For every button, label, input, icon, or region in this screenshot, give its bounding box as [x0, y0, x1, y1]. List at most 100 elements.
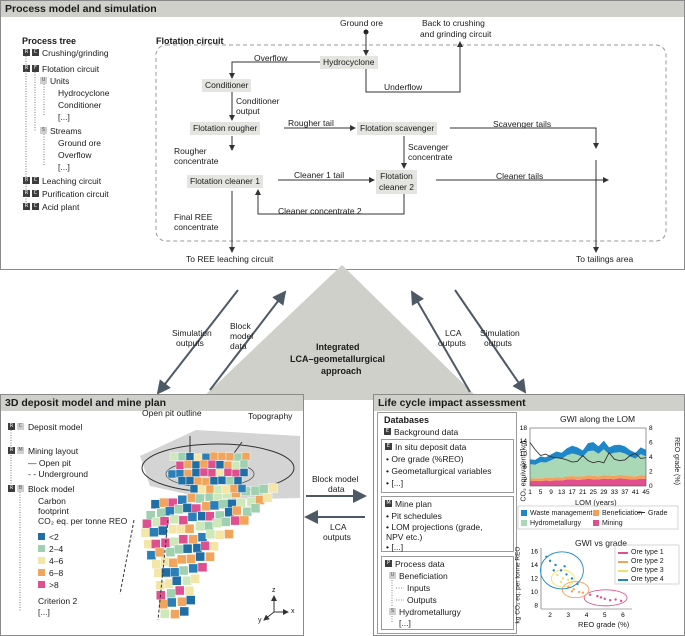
stream-scavenger-tails: Scavenger tails — [493, 119, 552, 129]
y-tick-label: 14 — [520, 438, 528, 445]
chart1-xlabel: LOM (years) — [575, 498, 617, 507]
stream-cleaner-tails: Cleaner tails — [496, 171, 544, 181]
scatter-point — [565, 573, 568, 576]
center-left-block-line1: Block — [230, 321, 251, 331]
y-tick-label: 14 — [531, 562, 539, 569]
legend1-swatch — [593, 520, 599, 526]
scatter-point — [619, 599, 623, 603]
insitu-item-3: • [...] — [386, 478, 404, 488]
cluster-outline — [540, 551, 584, 590]
deposit-tree-item: Deposit model — [28, 422, 83, 432]
unit-flotation-cleaner-1: Flotation cleaner 1 — [187, 175, 263, 188]
block-voxel — [239, 468, 249, 477]
mine-plan-label: Mine plan — [395, 499, 432, 509]
block-voxel — [184, 524, 195, 534]
x-tick-label: 25 — [590, 489, 598, 496]
y2-tick-label: 0 — [649, 483, 653, 490]
insitu-item-2: • Geometallurgical variables — [386, 466, 492, 476]
block-voxel — [188, 563, 198, 574]
block-voxel — [154, 547, 165, 558]
process-tree-item: Units — [50, 76, 70, 86]
tree-node-icon: C — [17, 423, 24, 430]
center-right-sim-line2: outputs — [484, 338, 512, 348]
mid-block-line1: Block model — [312, 474, 359, 484]
scatter-point — [570, 590, 574, 593]
chart1-title: GWI along the LOM — [560, 414, 636, 424]
insitu-box — [381, 439, 514, 493]
scatter-point — [578, 590, 581, 594]
beneficiation-icon: U — [389, 572, 396, 579]
y-tick-label: 18 — [520, 425, 528, 432]
block-voxel — [176, 554, 187, 565]
legend2-line — [618, 552, 628, 554]
process-tree-item: Hydrocyclone — [58, 88, 110, 98]
mine-plan-box — [381, 496, 514, 552]
mine-item-1: • Pit schedules — [386, 511, 442, 521]
center-title-line3: approach — [321, 366, 362, 376]
unit-flotation-cleaner-2: Flotation cleaner 2 — [376, 170, 417, 194]
y-tick-label: 2 — [523, 477, 527, 484]
deposit-panel-header: 3D deposit model and mine plan — [1, 395, 303, 411]
scatter-point — [554, 563, 557, 567]
legend1-label: Grade — [648, 510, 668, 517]
unit-flotation-scavenger: Flotation scavenger — [357, 122, 438, 135]
mine-item-2: • LOM projections (grade, — [386, 522, 483, 532]
legend1-label: Mining — [602, 520, 623, 527]
center-left-block-line3: data — [230, 341, 247, 351]
insitu-icon: E — [385, 443, 392, 450]
process-tree-item: Leaching circuit — [42, 176, 102, 186]
legend-swatch — [38, 581, 45, 588]
x-tick-label: 37 — [621, 489, 629, 496]
legend-swatch — [38, 545, 45, 552]
mid-block-line2: data — [328, 484, 345, 494]
x-tick-label: 5 — [603, 612, 607, 619]
x-tick-label: 9 — [549, 489, 553, 496]
background-data-label: Background data — [394, 427, 459, 437]
unit-conditioner: Conditioner — [202, 79, 252, 92]
mid-lca-line2: outputs — [323, 532, 351, 542]
scatter-point — [576, 582, 579, 586]
stream-back-line1: Back to crushing — [422, 18, 485, 28]
stream-cond-out-line2: output — [236, 106, 260, 116]
mine-item-4: • [...] — [386, 542, 404, 552]
legend-label: <2 — [49, 532, 59, 542]
block-voxel — [159, 516, 170, 526]
legend-label: 2–4 — [49, 544, 64, 554]
block-voxel — [160, 608, 170, 619]
block-voxel — [190, 574, 200, 584]
block-voxel — [171, 576, 182, 586]
block-voxel — [230, 515, 240, 526]
unit-flotation-cleaner-2-line1: Flotation — [380, 171, 413, 181]
process-data-icon: P — [385, 560, 392, 567]
legend1-swatch — [521, 510, 527, 516]
center-left-sim-line1: Simulation — [172, 328, 212, 338]
block-voxel — [182, 543, 193, 554]
y-tick-label: 6 — [523, 464, 527, 471]
process-item-hydrometallurgy: Hydrometallurgy — [399, 607, 461, 617]
mine-item-3: NPV etc.) — [386, 532, 423, 542]
center-title-line2: LCA–geometallurgical — [290, 354, 386, 364]
stream-ground-ore: Ground ore — [340, 18, 383, 28]
legend1-label: Waste management — [530, 510, 593, 517]
unit-hydrocyclone: Hydrocyclone — [320, 56, 378, 69]
x-tick-label: 2 — [548, 612, 552, 619]
scatter-point — [561, 577, 565, 580]
block-voxel — [237, 484, 247, 493]
scatter-point — [599, 596, 603, 599]
chart2-title: GWI vs grade — [575, 538, 627, 548]
area-hydrometallurgy — [530, 449, 646, 479]
stream-overflow: Overflow — [254, 53, 288, 63]
process-tree-item: Overflow — [58, 150, 92, 160]
scatter-point — [559, 580, 563, 584]
tree-icon-dark: R — [23, 203, 30, 210]
axis-y-label: y — [258, 617, 262, 624]
tree-node-icon: U — [40, 77, 47, 84]
tree-node-icon: B — [17, 485, 24, 492]
unit-flotation-cleaner-2-line2: cleaner 2 — [379, 182, 414, 192]
y-tick-label: 16 — [531, 548, 539, 555]
process-item-outputs: Outputs — [407, 595, 437, 605]
deposit-tree-item: footprint — [38, 506, 69, 516]
block-voxel — [174, 585, 185, 596]
